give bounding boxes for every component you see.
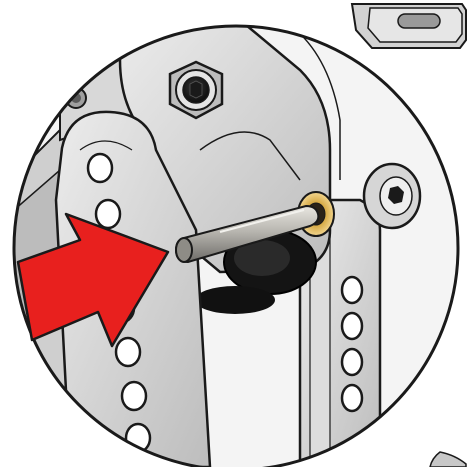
adjacent-part-corner — [429, 451, 467, 467]
right-vertical-link — [298, 198, 382, 467]
insertion-arrow — [16, 212, 170, 348]
hex-nut — [168, 60, 224, 120]
slotted-bracket-part — [350, 3, 467, 49]
socket-screw-head — [362, 162, 422, 230]
zoom-circle-border — [12, 24, 460, 467]
steel-pin — [174, 204, 320, 264]
black-spacer — [195, 229, 317, 314]
